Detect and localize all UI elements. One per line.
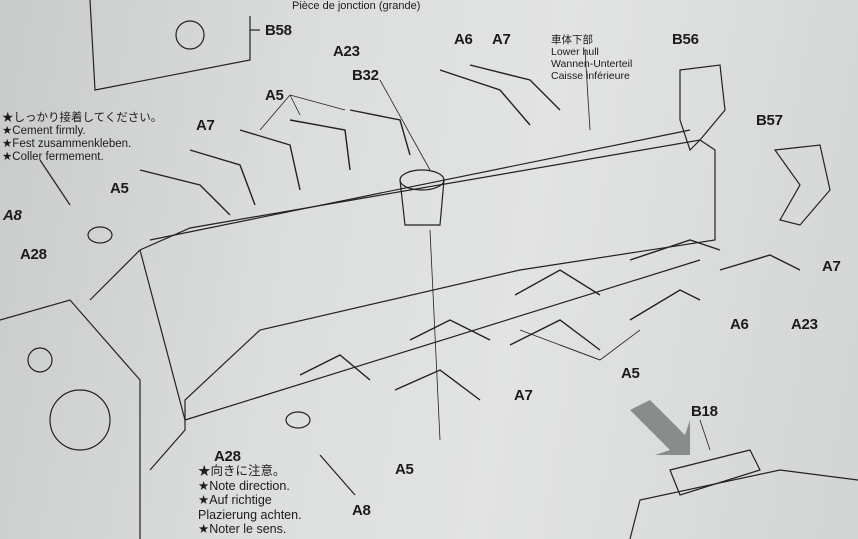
label-a23-right: A23 [791, 316, 818, 333]
b18-part-drawing [629, 449, 858, 539]
label-a8-bottom: A8 [352, 502, 371, 519]
label-a23-top: A23 [333, 43, 360, 60]
label-a5-top: A5 [265, 87, 284, 104]
label-a5-bottom: A5 [395, 461, 414, 478]
a28-parts-drawing [87, 226, 311, 429]
label-a7-bottom: A7 [514, 387, 533, 404]
hull-label-de: Wannen-Unterteil [551, 58, 633, 70]
label-a5-right: A5 [621, 365, 640, 382]
cement-note-ja: ★しっかり接着してください。 [2, 112, 163, 124]
label-a5-left: A5 [110, 180, 129, 197]
direction-note: ★向きに注意。 ★Note direction. ★Auf richtige P… [198, 464, 302, 537]
header-caption: Pièce de jonction (grande) [292, 0, 421, 12]
b58-bracket-drawing [89, 0, 260, 91]
direction-note-en: ★Note direction. [198, 478, 290, 493]
cement-note-en: ★Cement firmly. [2, 125, 86, 137]
label-b57: B57 [756, 112, 783, 129]
label-a7-left: A7 [196, 117, 215, 134]
a8-parts-drawing [39, 159, 356, 496]
label-a8-left: A8 [3, 207, 22, 224]
hull-label-fr: Caisse inférieure [551, 70, 630, 82]
hull-label-ja: 車体下部 [551, 34, 593, 46]
label-a28-bottom: A28 [214, 448, 241, 465]
cement-note: ★しっかり接着してください。 ★Cement firmly. ★Fest zus… [2, 112, 162, 164]
hull-label-en: Lower hull [551, 46, 599, 58]
label-a28-left: A28 [20, 246, 47, 263]
direction-note-de-2: Plazierung achten. [198, 507, 302, 522]
label-a7-top: A7 [492, 31, 511, 48]
direction-arrow-icon [630, 400, 690, 455]
label-a6-right: A6 [730, 316, 749, 333]
arm-parts-drawing [139, 64, 801, 401]
b57-part-drawing [773, 144, 831, 226]
b56-part-drawing [679, 64, 726, 152]
label-b32: B32 [352, 67, 379, 84]
cement-note-fr: ★Coller fermement. [2, 151, 104, 163]
direction-note-fr: ★Noter le sens. [198, 522, 287, 536]
label-b18: B18 [691, 403, 718, 420]
label-a6-top: A6 [454, 31, 473, 48]
direction-note-ja: ★向きに注意。 [198, 464, 286, 478]
direction-note-de-1: ★Auf richtige [198, 493, 272, 507]
label-b56: B56 [672, 31, 699, 48]
lower-hull-drawing [89, 129, 716, 471]
side-plate-drawing [0, 299, 141, 539]
lower-hull-label: 車体下部 Lower hull Wannen-Unterteil Caisse … [551, 34, 632, 82]
cement-note-de: ★Fest zusammenkleben. [2, 138, 132, 150]
leader-lines [259, 49, 711, 451]
label-a7-right: A7 [822, 258, 841, 275]
label-b58: B58 [265, 22, 292, 39]
b32-part-drawing [399, 169, 445, 226]
